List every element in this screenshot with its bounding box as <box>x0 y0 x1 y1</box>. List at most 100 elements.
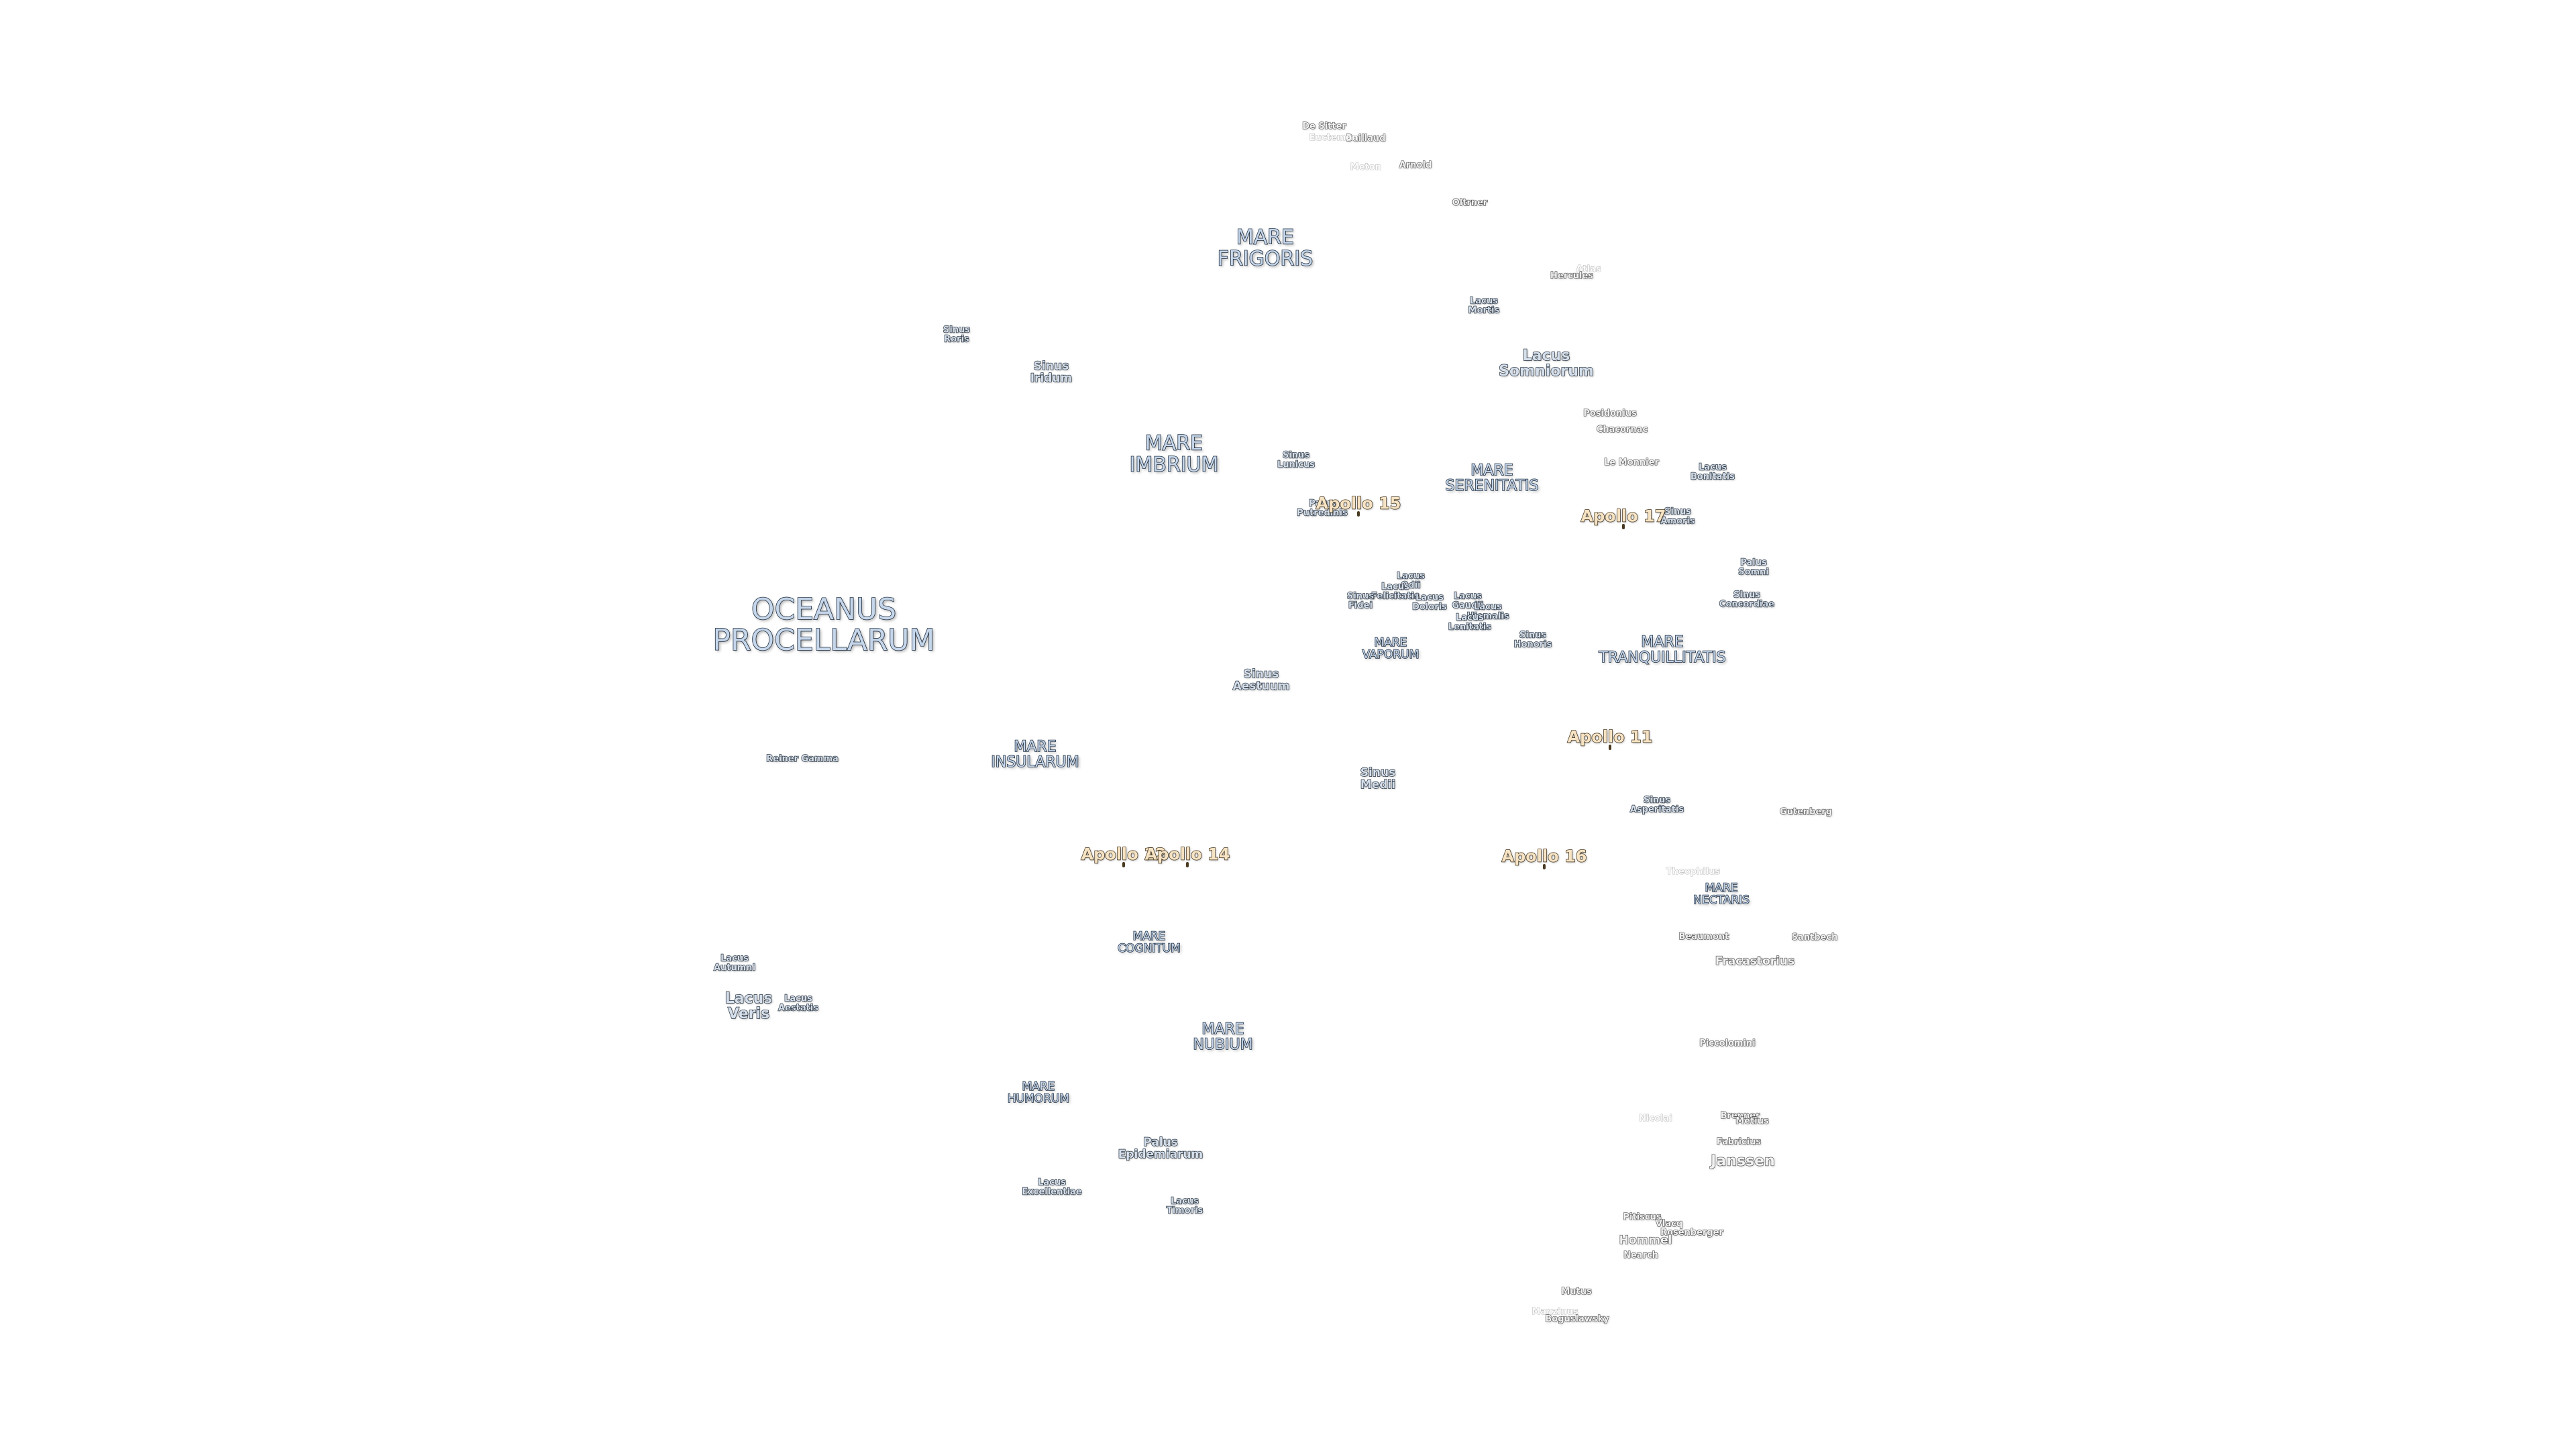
crater-fracastorius: Fracastorius <box>1715 955 1795 969</box>
label-lacus-veris: Lacus Veris <box>724 989 773 1022</box>
crater-chacornac: Chacornac <box>1596 425 1648 435</box>
label-line: Putredinis <box>1297 508 1348 518</box>
crater-piccolomini: Piccolomini <box>1699 1038 1756 1049</box>
label-line: MARE <box>1022 1080 1055 1094</box>
label-lacus-lenitatis: Lacus Lenitatis <box>1448 613 1492 632</box>
label-line: Sinus <box>943 325 971 335</box>
crater-santbech: Santbech <box>1791 932 1838 943</box>
label-sinus-iridum: Sinus Iridum <box>1030 360 1073 385</box>
apollo-14-marker <box>1186 862 1189 867</box>
label-line: Lacus <box>1698 462 1727 473</box>
label-line: Autumni <box>713 963 756 973</box>
crater-le-monnier: Le Monnier <box>1604 458 1660 468</box>
label-mare-nubium: MARE NUBIUM <box>1193 1021 1254 1053</box>
label-line: Honoris <box>1513 639 1552 649</box>
apollo-14-label: Apollo 14 <box>1144 845 1230 864</box>
apollo-15-label: Apollo 15 <box>1316 494 1401 513</box>
label-sinus-honoris: Sinus Honoris <box>1513 630 1552 649</box>
label-line: IMBRIUM <box>1129 453 1219 476</box>
label-line: Mortis <box>1468 305 1500 315</box>
label-mare-nectaris: MARE NECTARIS <box>1693 881 1750 907</box>
label-line: HUMORUM <box>1007 1092 1070 1106</box>
label-line: Concordiae <box>1719 599 1775 609</box>
label-line: TRANQUILLITATIS <box>1599 649 1727 666</box>
label-mare-humorum: MARE HUMORUM <box>1007 1080 1070 1106</box>
label-line: Asperitatis <box>1629 804 1684 814</box>
label-line: Bonitatis <box>1690 472 1735 482</box>
label-line: PROCELLARUM <box>712 623 936 657</box>
label-line: Palus <box>1143 1136 1179 1150</box>
label-line: Sinus <box>1733 590 1761 600</box>
label-line: Aestuum <box>1232 680 1290 693</box>
label-line: Lacus <box>1453 591 1482 602</box>
label-palus-putredinis: Palus Putredinis <box>1297 498 1348 518</box>
apollo-11-marker <box>1609 745 1611 750</box>
crater-pitiscus: Pitiscus <box>1623 1212 1662 1223</box>
apollo-15-marker <box>1357 511 1360 517</box>
crater-oltrner: Oltrner <box>1452 198 1488 209</box>
crater-manzinus: Manzinus <box>1532 1307 1578 1318</box>
label-sinus-aestuum: Sinus Aestuum <box>1232 668 1290 693</box>
label-line: Palus <box>1740 557 1768 568</box>
label-line: Sinus <box>1360 766 1396 780</box>
label-mare-serenitatis: MARE SERENITATIS <box>1445 462 1540 494</box>
label-lacus-aestatis: Lacus Aestatis <box>777 994 818 1013</box>
crater-posidonius: Posidonius <box>1583 409 1638 419</box>
label-line: MARE <box>1705 881 1738 896</box>
label-lacus-bonitatis: Lacus Bonitatis <box>1690 462 1735 482</box>
label-line: Lenitatis <box>1448 622 1492 632</box>
label-line: Lacus <box>724 989 773 1007</box>
label-sinus-asperitatis: Sinus Asperitatis <box>1629 795 1684 814</box>
label-line: Lacus <box>1469 296 1498 307</box>
label-lacus-somniorum: Lacus Somniorum <box>1498 347 1594 380</box>
label-line: Gaudii <box>1452 600 1484 610</box>
label-lacus-odii: Lacus Odii <box>1396 571 1425 590</box>
label-line: Doloris <box>1411 602 1447 612</box>
label-line: Reiner Gamma <box>765 754 839 765</box>
label-line: Somni <box>1738 567 1770 577</box>
crater-rosenberger: Rosenberger <box>1660 1228 1723 1238</box>
label-line: Lacus <box>784 994 812 1004</box>
label-line: NECTARIS <box>1693 894 1750 907</box>
crater-de-sitter: De Sitter <box>1302 121 1347 132</box>
label-sinus-fidei: Sinus Fidei <box>1346 592 1374 610</box>
label-line: Somniorum <box>1498 363 1594 380</box>
label-line: MARE <box>1236 225 1295 250</box>
label-line: Sinus <box>1664 506 1692 517</box>
crater-meton: Meton <box>1350 162 1382 173</box>
crater-vlacq: Vlacq <box>1655 1219 1683 1230</box>
label-line: FRIGORIS <box>1217 247 1313 270</box>
label-sinus-roris: Sinus Roris <box>943 325 971 344</box>
crater-theophilus: Theophilus <box>1666 867 1721 877</box>
label-line: Epidemiarum <box>1118 1148 1203 1161</box>
label-line: Excellentiae <box>1022 1187 1082 1197</box>
label-line: Hiemalis <box>1466 611 1510 621</box>
label-line: Sinus <box>1033 360 1069 374</box>
apollo-12-label: Apollo 12 <box>1081 845 1167 864</box>
apollo-11-label: Apollo 11 <box>1567 727 1653 747</box>
label-line: SERENITATIS <box>1445 478 1540 494</box>
label-sinus-amoris: Sinus Amoris <box>1660 506 1696 526</box>
label-line: Sinus <box>1519 630 1547 641</box>
label-mare-tranquillitatis: MARE TRANQUILLITATIS <box>1599 634 1727 666</box>
crater-fabricius: Fabricius <box>1716 1137 1762 1148</box>
label-lacus-gaudii: Lacus Gaudii <box>1452 592 1484 610</box>
label-mare-cognitum: MARE COGNITUM <box>1117 930 1181 955</box>
label-line: Palus <box>1309 498 1336 509</box>
crater-euctemon: Euctemon <box>1309 133 1358 144</box>
label-line: Odii <box>1401 580 1421 590</box>
crater-hommel: Hommel <box>1619 1234 1672 1248</box>
label-line: Lacus <box>1396 571 1425 582</box>
label-palus-epidemiarum: Palus Epidemiarum <box>1118 1136 1203 1161</box>
crater-nearch: Nearch <box>1623 1250 1658 1261</box>
label-line: MARE <box>1014 738 1057 755</box>
label-sinus-medii: Sinus Medii <box>1360 766 1396 792</box>
label-line: Sinus <box>1643 795 1671 806</box>
apollo-12-marker <box>1122 862 1125 867</box>
label-line: Veris <box>727 1006 770 1022</box>
crater-brenner: Brenner <box>1720 1111 1760 1122</box>
label-line: Sinus <box>1282 450 1310 461</box>
label-lacus-hiemalis: Lacus Hiemalis <box>1466 602 1510 621</box>
label-line: MARE <box>1374 636 1407 650</box>
